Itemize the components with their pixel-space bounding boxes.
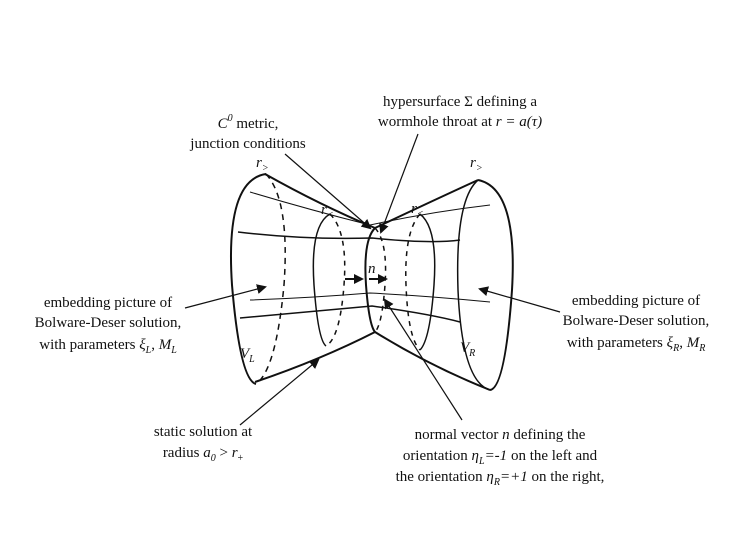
inner-left-front (312, 213, 331, 347)
svg-text:the orientation ηR=+1 on the r: the orientation ηR=+1 on the right, (396, 469, 605, 488)
pointer-hypersurface (379, 133, 419, 234)
pointer-lines (184, 133, 561, 426)
r-less-left: r< (321, 202, 334, 221)
radius-labels: r> r< r< r> (256, 155, 483, 221)
annotation-left-embedding: embedding picture of Bolware-Deser solut… (35, 295, 182, 356)
left-end-back (255, 173, 286, 385)
svg-text:Bolware-Deser solution,: Bolware-Deser solution, (35, 315, 182, 331)
mid-band-lower (239, 305, 461, 323)
v-left-label: VL (240, 346, 255, 365)
throat-back (374, 227, 387, 333)
wormhole-surface (230, 173, 514, 391)
svg-text:embedding picture of: embedding picture of (44, 295, 172, 311)
faint-line-lower (249, 292, 491, 303)
annotation-metric: C0 metric, junction conditions (189, 113, 306, 152)
svg-text:Bolware-Deser solution,: Bolware-Deser solution, (563, 313, 710, 329)
svg-text:wormhole throat at r = a(τ): wormhole throat at r = a(τ) (378, 114, 542, 130)
top-edge (264, 173, 479, 230)
r-less-right: r< (411, 201, 424, 220)
annotation-hypersurface: hypersurface Σ defining a wormhole throa… (378, 94, 542, 130)
pointer-static-solution (239, 358, 320, 426)
svg-text:with parameters ξL, ML: with parameters ξL, ML (39, 337, 177, 356)
normal-vector-arrows: n (345, 261, 388, 284)
pointer-metric (284, 153, 372, 230)
inner-left-back (325, 213, 346, 347)
svg-text:embedding picture of: embedding picture of (572, 293, 700, 309)
r-greater-right: r> (470, 155, 483, 174)
svg-text:hypersurface Σ defining a: hypersurface Σ defining a (383, 94, 537, 110)
throat-front (364, 227, 376, 333)
right-end-back (456, 179, 491, 391)
right-end-front (477, 179, 514, 391)
annotation-normal-vector: normal vector n defining the orientation… (396, 427, 605, 488)
pointer-left-embedding (184, 284, 267, 309)
normal-vector-label: n (368, 261, 376, 277)
annotation-right-embedding: embedding picture of Bolware-Deser solut… (563, 293, 710, 354)
svg-text:orientation ηL=-1 on the left: orientation ηL=-1 on the left and (403, 448, 598, 467)
svg-text:C0 metric,: C0 metric, (218, 113, 279, 132)
bottom-edge (254, 330, 491, 391)
left-end-front (230, 173, 267, 385)
pointer-normal-vector (383, 298, 463, 421)
mid-band-upper (237, 231, 461, 243)
v-right-label: VR (460, 340, 475, 359)
svg-text:static solution at: static solution at (154, 424, 253, 440)
pointer-right-embedding (478, 286, 561, 313)
svg-text:radius a0 > r+: radius a0 > r+ (163, 445, 244, 464)
svg-text:with parameters ξR, MR: with parameters ξR, MR (567, 335, 706, 354)
inner-right-back (419, 213, 436, 351)
svg-text:junction conditions: junction conditions (189, 136, 306, 152)
inner-right-front (405, 213, 421, 351)
annotation-static-solution: static solution at radius a0 > r+ (154, 424, 253, 464)
svg-text:normal vector n defining the: normal vector n defining the (415, 427, 586, 443)
faint-line-upper (249, 191, 491, 226)
r-greater-left: r> (256, 155, 269, 174)
